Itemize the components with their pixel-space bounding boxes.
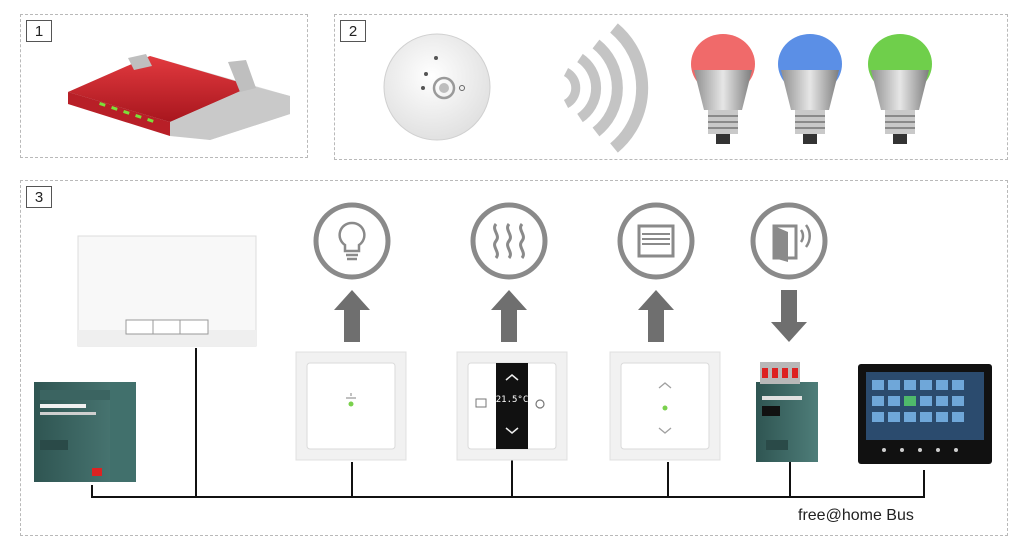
section-2-label: 2 [340,20,366,42]
blind-icon [617,202,695,280]
router [68,54,290,140]
bus-label: free@home Bus [798,507,914,524]
bridge-hub [383,33,491,141]
thermostat-display: 21.5°C [496,395,529,405]
power-supply-device [34,382,136,482]
door-icon [750,202,828,280]
heating-icon [470,202,548,280]
section-3-label: 3 [26,186,52,208]
section-1-box [20,14,308,158]
system-access-point [77,235,257,347]
arrow-up-light [334,290,370,342]
arrow-down-door [771,290,807,342]
section-1-label: 1 [26,20,52,42]
bulb-red [691,34,755,144]
blind-switch [609,351,721,461]
binary-input-actuator [756,362,818,462]
bus-wiring [91,348,925,498]
section-3-box [20,180,1008,536]
light-switch [295,351,407,461]
light-bulb-icon [313,202,391,280]
room-thermostat: 21.5°C [456,351,568,461]
arrow-up-heating [491,290,527,342]
arrow-up-blind [638,290,674,342]
section-2-box [334,14,1008,160]
bulb-green [868,34,932,144]
bulb-blue [778,34,842,144]
touch-panel [858,364,992,464]
wireless-signal-icon [563,23,649,153]
